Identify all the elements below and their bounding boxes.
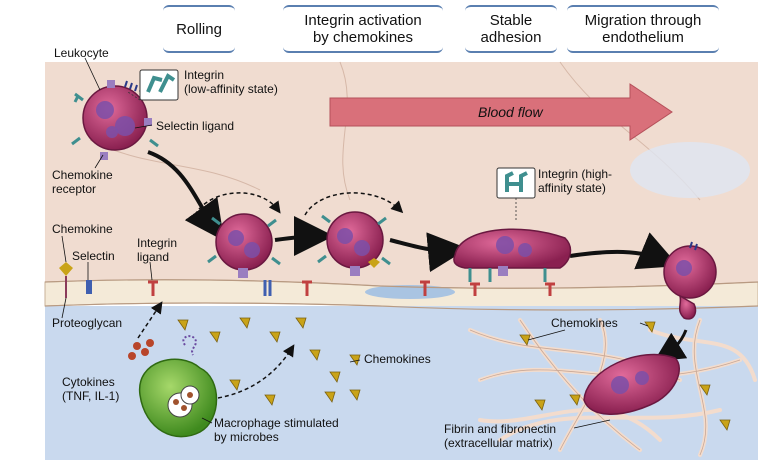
chemokine-release-arrow [217,344,295,399]
integrin-low-icon [146,73,176,93]
leukocyte-cell-3 [317,211,391,276]
label-selectin: Selectin [72,249,115,263]
label-chemokines-right: Chemokines [551,316,618,330]
macrophage-cell [139,335,218,438]
leukocyte-cell-2 [207,213,281,278]
chemokine-particles [177,317,731,431]
integrin-low-inset [139,69,179,101]
tissue-leukocyte [583,353,680,415]
label-blood-flow: Blood flow [478,104,543,120]
label-chemokine-receptor: Chemokine receptor [52,168,113,196]
leukocyte-cell-1 [71,80,159,160]
stage-header-rolling: Rolling [163,5,235,53]
surface-molecules [59,262,555,298]
leader-lines [61,57,649,429]
label-macrophage: Macrophage stimulated by microbes [214,416,339,444]
trajectory-arrow-4 [569,232,679,270]
lumen-highlight [630,142,750,198]
label-fibrin: Fibrin and fibronectin (extracellular ma… [444,422,557,450]
endothelium-bottom-edge [44,302,758,311]
trajectory-arrow-1 [147,150,225,242]
endothelial-nucleus [365,285,455,299]
stage-label-migration: Migration through endothelium [584,12,702,46]
stage-label-stable-adhesion: Stable adhesion [480,12,542,46]
cytokine-particles [128,339,154,360]
label-leukocyte: Leukocyte [54,46,109,60]
blood-flow-arrow [329,83,673,141]
label-integrin-high: Integrin (high- affinity state) [538,167,613,195]
rolling-arc-1 [194,192,281,216]
label-selectin-ligand: Selectin ligand [156,119,235,133]
migration-arrow [653,329,688,362]
migrating-leukocyte [663,241,717,320]
stage-label-integrin-activation: Integrin activation by chemokines [304,12,422,46]
stage-header-migration: Migration through endothelium [567,5,719,53]
trajectory-arrow-3 [389,232,468,273]
label-cytokines: Cytokines (TNF, IL-1) [62,375,120,403]
stage-label-rolling: Rolling [176,20,222,38]
trajectory-arrow-2 [274,216,334,257]
stage-header-integrin-activation: Integrin activation by chemokines [283,5,443,53]
label-proteoglycan: Proteoglycan [52,316,123,330]
label-chemokine: Chemokine [52,222,113,236]
label-chemokines-center: Chemokines [364,352,431,366]
label-integrin-ligand: Integrin ligand [137,236,178,264]
adherent-leukocyte [453,228,572,282]
endothelium-top-edge [44,279,758,289]
rolling-arc-2 [304,192,404,216]
label-integrin-low: Integrin (low-affinity state) [184,68,278,96]
stage-header-stable-adhesion: Stable adhesion [465,5,557,53]
integrin-high-icon [505,171,528,192]
